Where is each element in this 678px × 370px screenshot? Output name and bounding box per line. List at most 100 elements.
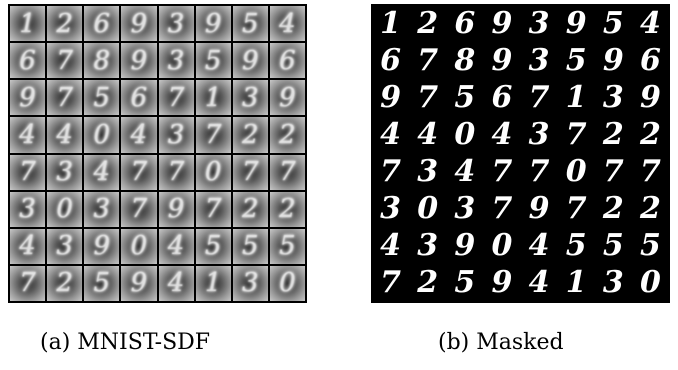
digit-glyph: 7 (242, 157, 259, 188)
digit-cell: 5 (632, 228, 668, 264)
digit-glyph: 0 (565, 154, 587, 190)
digit-glyph: 3 (602, 265, 624, 301)
digit-glyph: 7 (565, 191, 587, 227)
digit-glyph: 5 (93, 268, 111, 299)
digit-cell: 4 (410, 117, 446, 153)
digit-glyph: 2 (602, 191, 624, 227)
digit-cell: 7 (121, 154, 157, 190)
digit-glyph: 4 (528, 228, 550, 264)
digit-cell: 2 (47, 6, 83, 42)
digit-cell: 2 (632, 117, 668, 153)
digit-glyph: 9 (204, 8, 222, 39)
digit-cell: 7 (410, 43, 446, 79)
digit-glyph: 1 (565, 265, 587, 301)
digit-glyph: 9 (242, 45, 259, 76)
digit-cell: 1 (195, 265, 231, 301)
digit-glyph: 4 (56, 119, 73, 150)
digit-cell: 6 (269, 43, 305, 79)
digit-cell: 2 (232, 191, 268, 227)
digit-glyph: 7 (417, 43, 439, 78)
digit-glyph: 9 (130, 45, 148, 76)
digit-glyph: 3 (417, 228, 439, 264)
digit-cell: 5 (195, 43, 231, 79)
digit-cell: 7 (195, 117, 231, 153)
digit-cell: 9 (195, 6, 231, 42)
digit-cell: 0 (447, 117, 483, 153)
digit-glyph: 7 (528, 80, 550, 115)
digit-cell: 7 (410, 80, 446, 116)
digit-glyph: 0 (279, 268, 296, 299)
digit-glyph: 1 (19, 8, 36, 39)
digit-cell: 2 (595, 191, 631, 227)
digit-glyph: 9 (167, 194, 185, 225)
digit-cell: 3 (373, 191, 409, 227)
digit-cell: 4 (373, 117, 409, 153)
digit-cell: 4 (10, 117, 46, 153)
digit-cell: 3 (521, 43, 557, 79)
digit-cell: 3 (158, 6, 194, 42)
digit-glyph: 6 (640, 43, 661, 78)
digit-glyph: 7 (204, 119, 222, 150)
digit-glyph: 4 (19, 119, 36, 150)
digit-cell: 9 (558, 6, 594, 42)
digit-cell: 0 (269, 265, 305, 301)
digit-cell: 9 (373, 80, 409, 116)
digit-glyph: 0 (56, 194, 73, 225)
digit-glyph: 7 (279, 157, 296, 188)
digit-glyph: 1 (204, 82, 222, 113)
digit-glyph: 5 (93, 82, 111, 113)
digit-cell: 2 (410, 6, 446, 42)
digit-cell: 5 (558, 228, 594, 264)
digit-glyph: 4 (380, 117, 401, 152)
digit-glyph: 6 (491, 80, 513, 115)
digit-cell: 0 (558, 154, 594, 190)
digit-glyph: 7 (491, 191, 513, 227)
digit-cell: 2 (632, 191, 668, 227)
caption-mnist-sdf: (a) MNIST-SDF (40, 330, 211, 355)
digit-cell: 0 (121, 228, 157, 264)
digit-glyph: 9 (130, 8, 148, 39)
digit-glyph: 4 (93, 157, 111, 188)
digit-glyph: 7 (565, 117, 587, 152)
digit-glyph: 3 (242, 268, 259, 299)
digit-glyph: 4 (417, 117, 439, 152)
digit-glyph: 7 (167, 82, 185, 113)
digit-cell: 3 (521, 6, 557, 42)
digit-cell: 4 (47, 117, 83, 153)
digit-glyph: 3 (167, 8, 185, 39)
digit-cell: 9 (10, 80, 46, 116)
digit-cell: 9 (84, 228, 120, 264)
digit-cell: 7 (10, 265, 46, 301)
digit-cell: 9 (595, 43, 631, 79)
caption-masked: (b) Masked (438, 330, 564, 355)
digit-glyph: 5 (454, 265, 476, 301)
digit-glyph: 4 (491, 117, 513, 152)
digit-glyph: 5 (204, 45, 222, 76)
digit-glyph: 7 (528, 154, 550, 190)
digit-cell: 9 (269, 80, 305, 116)
digit-cell: 7 (373, 265, 409, 301)
digit-glyph: 9 (602, 43, 624, 78)
digit-cell: 7 (232, 154, 268, 190)
digit-cell: 4 (632, 6, 668, 42)
digit-glyph: 0 (454, 117, 476, 152)
digit-glyph: 7 (491, 154, 513, 190)
digit-cell: 6 (10, 43, 46, 79)
digit-glyph: 6 (454, 6, 476, 41)
digit-glyph: 0 (640, 265, 661, 301)
digit-glyph: 7 (130, 194, 148, 225)
digit-glyph: 5 (204, 231, 222, 262)
digit-cell: 3 (521, 117, 557, 153)
digit-cell: 5 (447, 265, 483, 301)
digit-glyph: 7 (19, 157, 36, 188)
digit-glyph: 4 (19, 231, 36, 262)
digit-glyph: 2 (56, 8, 73, 39)
digit-glyph: 3 (454, 191, 476, 227)
digit-glyph: 0 (204, 157, 222, 188)
digit-cell: 9 (632, 80, 668, 116)
digit-cell: 0 (632, 265, 668, 301)
digit-cell: 6 (121, 80, 157, 116)
digit-cell: 0 (84, 117, 120, 153)
digit-cell: 3 (158, 43, 194, 79)
digit-glyph: 9 (19, 82, 36, 113)
